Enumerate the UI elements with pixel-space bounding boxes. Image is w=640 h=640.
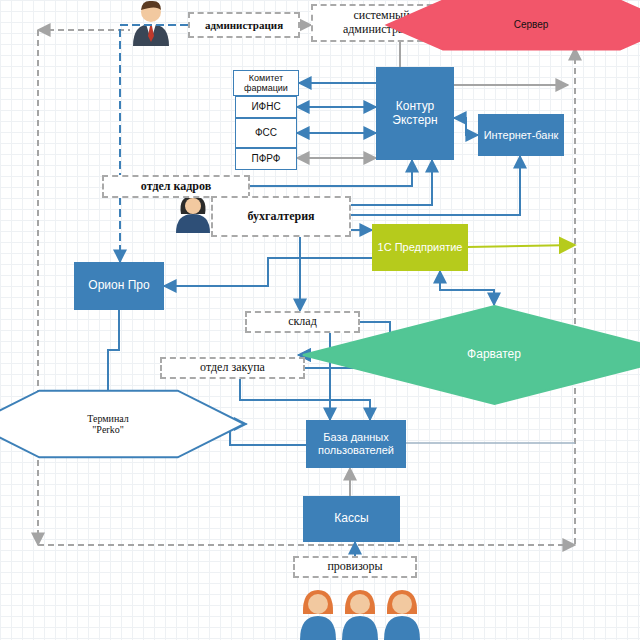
connector [297, 132, 376, 134]
system-box: Интернет-банк [478, 114, 564, 156]
node-label: 1С Предприятие [378, 241, 463, 254]
connector [230, 424, 306, 445]
node-label: ФСС [255, 127, 277, 139]
woman-icon [176, 196, 210, 233]
connector [351, 160, 432, 205]
connector [299, 82, 376, 84]
boundary-line [38, 544, 575, 546]
export-arrow [467, 245, 575, 247]
department-box: склад [245, 311, 360, 333]
node-label: Кассы [334, 512, 368, 526]
connector [297, 157, 376, 159]
connector [164, 258, 372, 286]
department-box: бухгалтерия [211, 196, 351, 237]
agency-box: ПФРФ [235, 148, 297, 170]
system-box: Кассы [303, 496, 400, 542]
agency-box: ИФНС [235, 96, 297, 118]
connector [454, 118, 478, 135]
node-label: отдел кадров [141, 180, 211, 194]
connector [399, 42, 401, 67]
agency-box: ФСС [235, 118, 297, 148]
decision-diamond: Фарватер [299, 305, 640, 405]
node-label: провизоры [327, 560, 382, 574]
boundary-line [37, 30, 39, 545]
link-line [404, 442, 575, 444]
connector [351, 156, 520, 215]
department-box: отдел закупа [160, 357, 305, 379]
server-hexagon-outline [386, 1, 640, 50]
node-label: склад [288, 315, 317, 329]
system-box: Орион Про [74, 262, 164, 310]
connector [299, 237, 301, 311]
man-icon [133, 1, 169, 46]
connector [108, 310, 119, 390]
connector [354, 542, 356, 556]
pharmacist-icons [300, 590, 420, 640]
connector [440, 271, 494, 305]
terminal-hexagon-outline [0, 391, 244, 458]
node-label: Терминал "Perko" [85, 413, 132, 436]
node-label: ИФНС [251, 101, 280, 113]
terminal-hexagon: Терминал "Perko" [0, 390, 247, 458]
server-hexagon-outline [384, 0, 640, 50]
node-label: Интернет-банк [484, 129, 559, 142]
node-label: Контур Экстерн [381, 100, 449, 128]
node-label: Комитет фармации [237, 73, 295, 94]
system-box: 1С Предприятие [372, 224, 468, 271]
node-label: ПФРФ [252, 153, 281, 165]
decision-diamond-outline [302, 306, 640, 404]
connector [351, 229, 372, 231]
connector [297, 106, 376, 108]
boundary-line [38, 29, 130, 31]
node-label: Сервер [514, 19, 549, 31]
boundary-line [574, 48, 576, 545]
connector [240, 379, 370, 420]
database-box: База данных пользователей [306, 420, 406, 468]
node-label: Орион Про [88, 279, 149, 293]
node-label: База данных пользователей [311, 431, 401, 456]
node-label: Фарватер [467, 348, 521, 362]
connector [120, 25, 188, 262]
agency-box: Комитет фармации [233, 70, 299, 96]
department-box: отдел кадров [102, 175, 250, 198]
connector [329, 333, 331, 420]
connector [300, 24, 311, 26]
node-label: администрация [205, 19, 283, 32]
system-box: Контур Экстерн [376, 67, 454, 160]
export-arrow [452, 84, 568, 86]
node-label: бухгалтерия [247, 210, 314, 224]
role-box: провизоры [293, 556, 417, 578]
node-label: отдел закупа [200, 361, 265, 375]
admin-box: администрация [188, 12, 300, 38]
boundary-line [38, 30, 575, 545]
server-hexagon: Сервер [384, 0, 640, 50]
connector [349, 468, 351, 496]
